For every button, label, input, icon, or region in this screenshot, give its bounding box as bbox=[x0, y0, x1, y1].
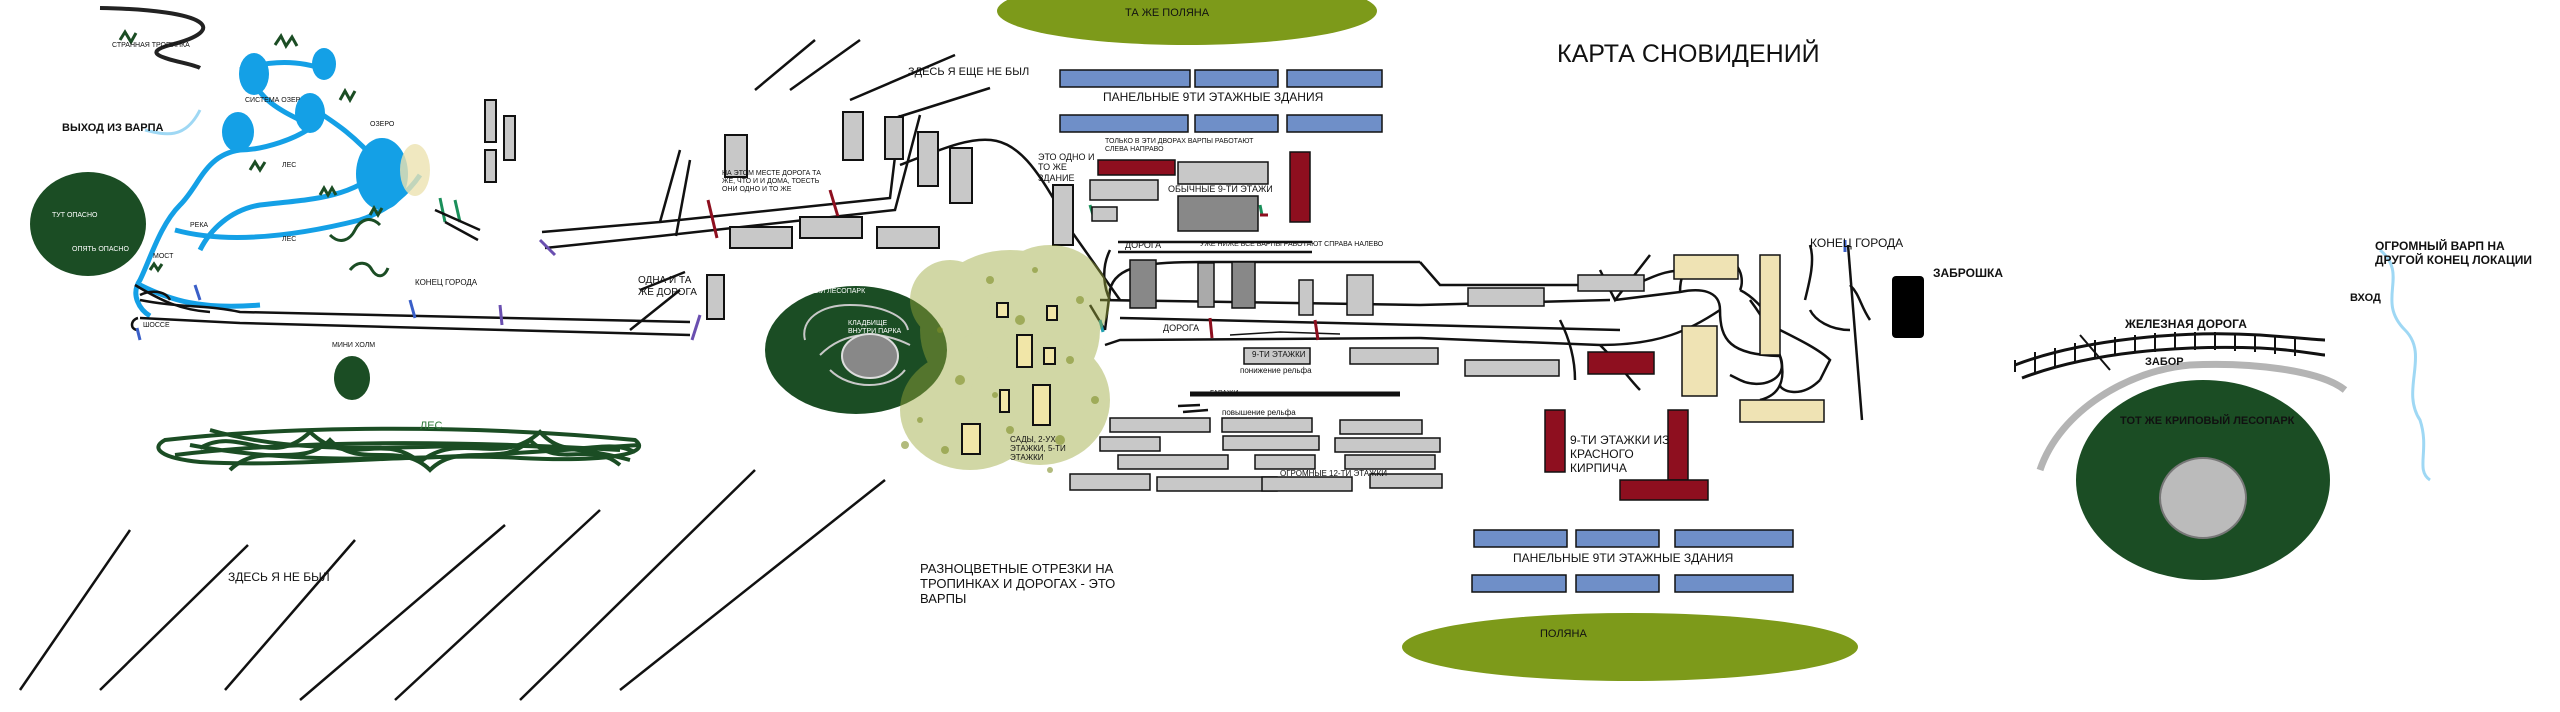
relief-down-label: понижение рельфа bbox=[1240, 366, 1312, 375]
fence-label: ЗАБОР bbox=[2145, 356, 2184, 368]
red-brick-label: 9-ТИ ЭТАЖКИ ИЗ КРАСНОГО КИРПИЧА bbox=[1570, 433, 1670, 475]
danger-forest bbox=[30, 172, 146, 276]
warp-marks bbox=[135, 189, 1320, 341]
exit-warp-label: ВЫХОД ИЗ ВАРПА bbox=[62, 122, 164, 134]
railway bbox=[2014, 332, 2326, 380]
garden-houses bbox=[961, 302, 1058, 455]
same-building-label: ЭТО ОДНО И ТО ЖЕ ЗДАНИЕ bbox=[1038, 152, 1095, 183]
meadow-top-label: ТА ЖЕ ПОЛЯНА bbox=[1125, 7, 1210, 19]
same-creepy-park-label: ТОТ ЖЕ КРИПОВЫЙ ЛЕСОПАРК bbox=[2120, 415, 2295, 427]
same-road-note: НА ЭТОМ МЕСТЕ ДОРОГА ТА ЖЕ, ЧТО И И ДОМА… bbox=[722, 170, 821, 194]
strange-path-line bbox=[99, 6, 205, 70]
meadow-bottom-label: ПОЛЯНА bbox=[1540, 628, 1587, 640]
creepy-park-label: КРИПОВЫЙ ЛЕСОПАРК bbox=[785, 288, 866, 295]
gardens-label: САДЫ, 2-УХ ЭТАЖКИ, 5-ТИ ЭТАЖКИ bbox=[1010, 435, 1066, 463]
warps-right-left-label: УЖЕ НИЖЕ ВСЕ ВАРПЫ РАБОТАЮТ СПРАВА НАЛЕВ… bbox=[1200, 241, 1384, 248]
huge-warp-label: ОГРОМНЫЙ ВАРП НА ДРУГОЙ КОНЕЦ ЛОКАЦИИ bbox=[2375, 239, 2532, 267]
village-label: ОПЯТЬ ОПАСНО bbox=[72, 246, 129, 253]
mini-hill bbox=[334, 356, 370, 400]
cemetery-area bbox=[841, 333, 899, 379]
bridge-label: МОСТ bbox=[153, 253, 174, 260]
danger-label: ТУТ ОПАСНО bbox=[52, 212, 98, 219]
entrance-label: ВХОД bbox=[2350, 292, 2381, 304]
ordinary-9-label: ОБЫЧНЫЕ 9-ТИ ЭТАЖИ bbox=[1168, 184, 1273, 194]
buildings-center bbox=[1069, 161, 1645, 492]
never-here-top-label: ЗДЕСЬ Я ЕЩЕ НЕ БЫЛ bbox=[908, 66, 1030, 78]
fence bbox=[2036, 360, 2348, 472]
relief-up-label: повышение рельфа bbox=[1222, 408, 1296, 417]
map-title: КАРТА СНОВИДЕНИЙ bbox=[1557, 40, 1820, 68]
highway-label: ШОССЕ bbox=[143, 322, 170, 329]
warp-yards-label: ТОЛЬКО В ЭТИ ДВОРАХ ВАРПЫ РАБОТАЮТ СЛЕВА… bbox=[1105, 138, 1254, 154]
lakes bbox=[222, 48, 408, 210]
city-end-right-label: КОНЕЦ ГОРОДА bbox=[1810, 236, 1904, 250]
road-label-2: ДОРОГА bbox=[1163, 323, 1200, 333]
forest-scribbles bbox=[118, 29, 390, 278]
panel-top-label: ПАНЕЛЬНЫЕ 9ТИ ЭТАЖНЫЕ ЗДАНИЯ bbox=[1103, 90, 1324, 104]
cream-buildings bbox=[1673, 254, 1825, 423]
meadow-bottom bbox=[1402, 613, 1858, 681]
lake-system-label: СИСТЕМА ОЗЕР bbox=[245, 97, 301, 104]
mini-hill-label: МИНИ ХОЛМ bbox=[332, 342, 376, 349]
warps-note: РАЗНОЦВЕТНЫЕ ОТРЕЗКИ НА ТРОПИНКАХ И ДОРО… bbox=[920, 561, 1116, 606]
gardens-moss bbox=[900, 245, 1110, 470]
forest-label-1: ЛЕС bbox=[282, 162, 297, 169]
abandoned-building bbox=[1892, 276, 1924, 338]
road-network-left bbox=[130, 114, 1122, 337]
river-label: РЕКА bbox=[190, 222, 209, 229]
grey-core bbox=[2159, 457, 2247, 539]
forest-label-2: ЛЕС bbox=[282, 236, 297, 243]
forest-big-label: ЛЕС bbox=[420, 420, 443, 432]
meadow-top bbox=[997, 0, 1377, 45]
panel-bottom-label: ПАНЕЛЬНЫЕ 9ТИ ЭТАЖНЫЕ ЗДАНИЯ bbox=[1513, 551, 1734, 565]
cemetery-label: КЛАДБИЩЕ ВНУТРИ ПАРКА bbox=[848, 320, 902, 336]
city-end-left-label: КОНЕЦ ГОРОДА bbox=[415, 278, 478, 287]
garages-label: ГАРАЖИ bbox=[1210, 390, 1239, 397]
railway-label: ЖЕЛЕЗНАЯ ДОРОГА bbox=[2125, 317, 2247, 331]
buildings-left bbox=[484, 99, 1074, 320]
nine-floors-label: 9-ТИ ЭТАЖКИ bbox=[1252, 350, 1306, 359]
panel-buildings bbox=[1059, 69, 1794, 593]
huge-12-label: ОГРОМНЫЕ 12-ТИ ЭТАЖКИ bbox=[1280, 469, 1387, 478]
abandoned-label: ЗАБРОШКА bbox=[1933, 266, 2004, 280]
road-label-1: ДОРОГА bbox=[1125, 240, 1162, 250]
strange-path-label: СТРАННАЯ ТРОПИНКА bbox=[112, 42, 190, 49]
one-road-label: ОДНА И ТА ЖЕ ДОРОГА bbox=[638, 275, 697, 298]
brick-buildings bbox=[1097, 151, 1709, 501]
never-here-bottom-label: ЗДЕСЬ Я НЕ БЫЛ bbox=[228, 570, 330, 584]
forest-strip bbox=[156, 426, 642, 473]
lake-label: ОЗЕРО bbox=[370, 121, 395, 128]
unexplored-hatching bbox=[18, 469, 886, 701]
